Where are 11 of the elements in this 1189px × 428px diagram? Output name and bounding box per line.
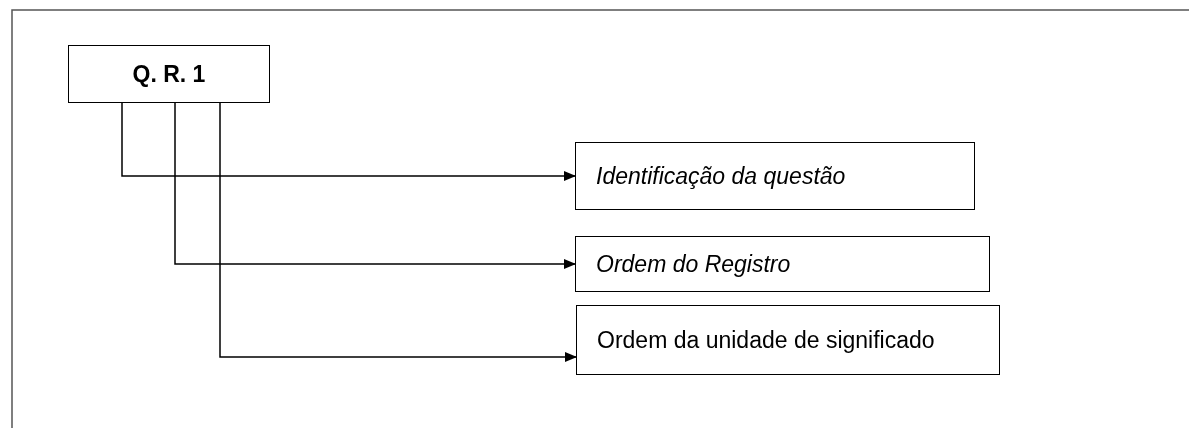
box-text: Ordem da unidade de significado (597, 326, 935, 354)
box-text: Q. R. 1 (132, 60, 206, 88)
box-text: Ordem do Registro (596, 250, 791, 278)
label-box (576, 305, 1000, 375)
connector-arrow (121, 102, 576, 181)
code-box (68, 45, 270, 103)
connector-arrow (219, 102, 577, 362)
connector-arrow (174, 102, 576, 269)
label-box (575, 142, 975, 210)
label-box (575, 236, 990, 292)
box-text: Identificação da questão (596, 162, 846, 190)
